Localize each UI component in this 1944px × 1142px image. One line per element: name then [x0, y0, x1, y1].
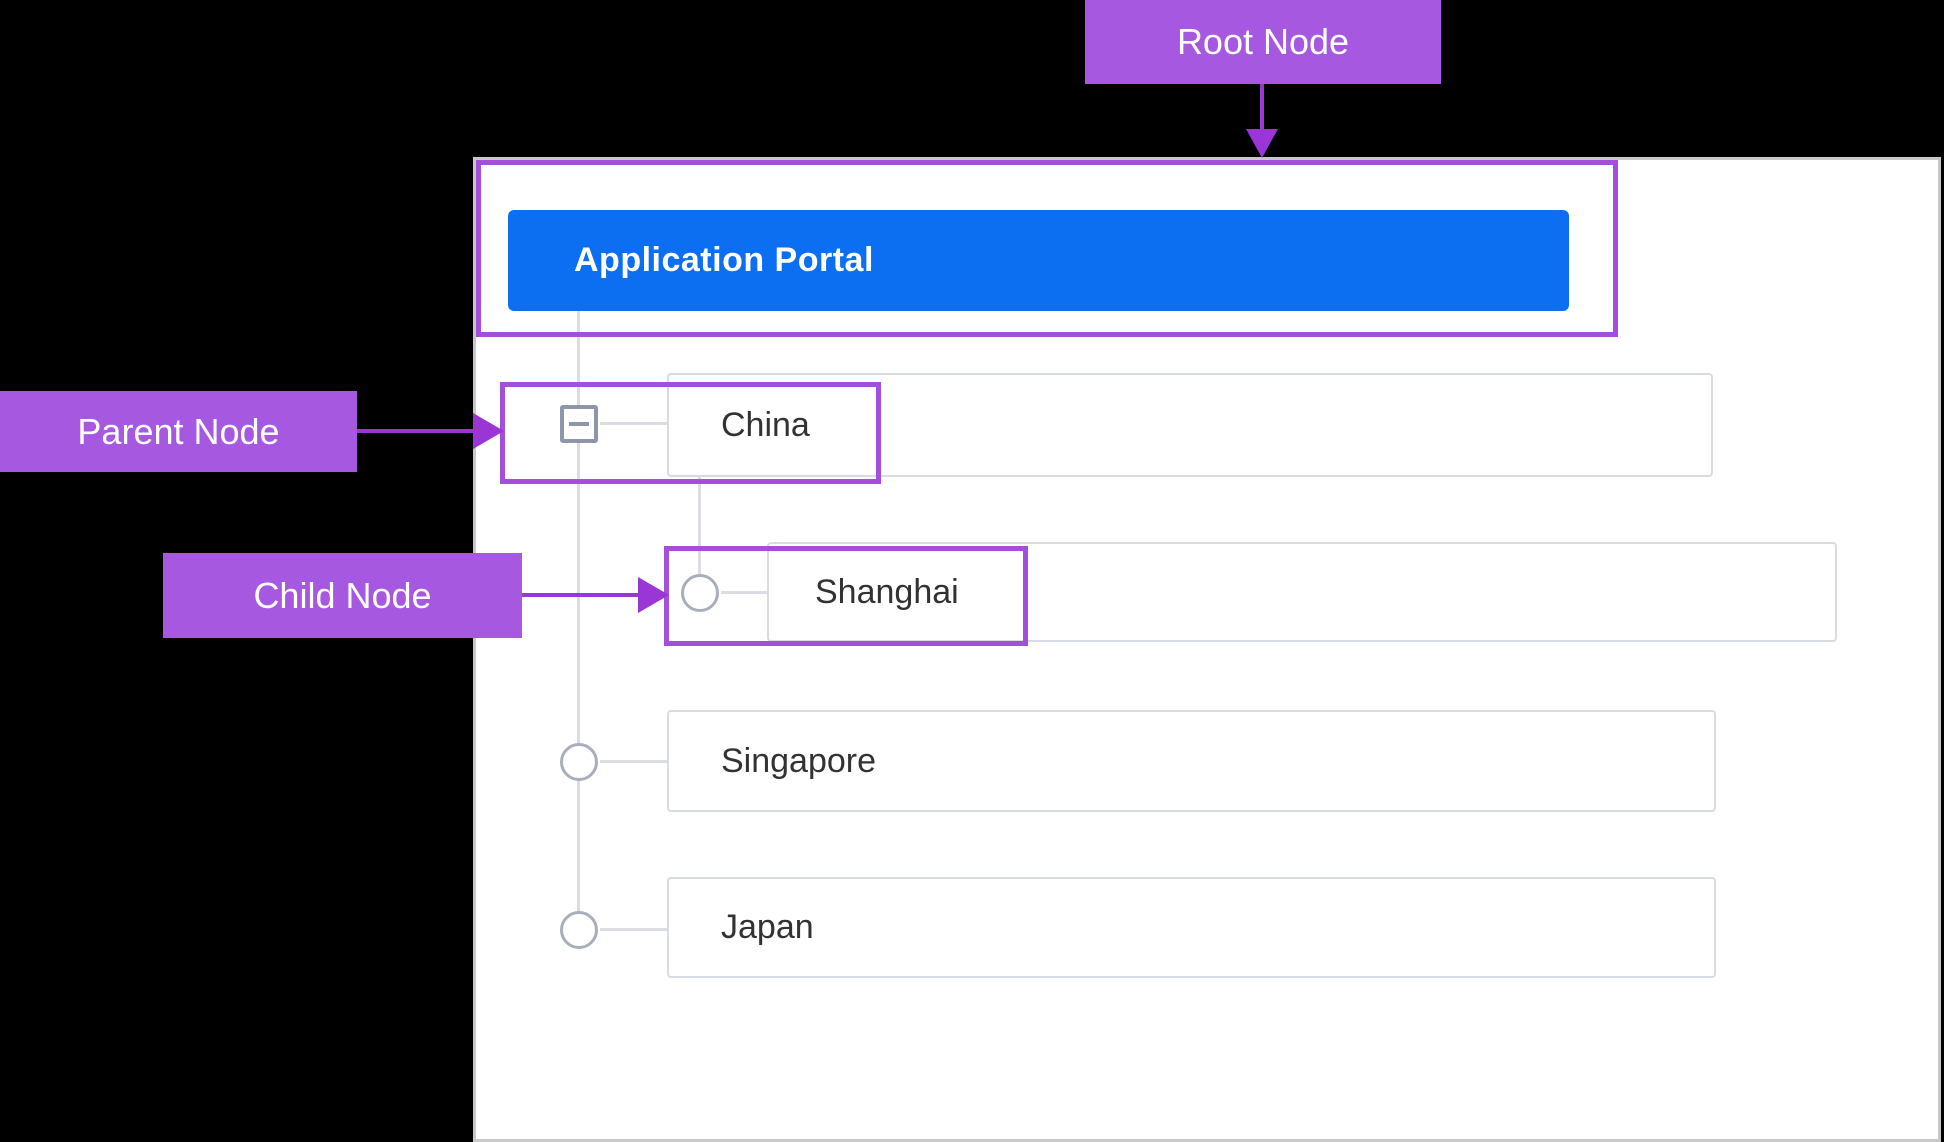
root-node-label-text: Application Portal	[574, 241, 874, 279]
right-arrow-icon	[473, 413, 504, 449]
root-node-badge-text: Root Node	[1176, 21, 1350, 62]
china-connector-line	[600, 422, 667, 425]
minus-glyph	[569, 422, 589, 426]
parent-annotation-arrow-line	[357, 429, 475, 433]
tree-node-shanghai[interactable]: Shanghai	[767, 542, 1837, 642]
tree-node-singapore[interactable]: Singapore	[667, 710, 1716, 812]
down-arrow-icon	[1246, 129, 1278, 158]
singapore-connector-line	[600, 760, 667, 763]
child-annotation-arrow-line	[522, 593, 640, 597]
child-node-badge-text: Child Node	[253, 574, 432, 616]
node-label: China	[721, 405, 810, 444]
node-label: Shanghai	[815, 572, 959, 611]
minus-square-icon[interactable]	[560, 405, 598, 443]
tree-node-japan[interactable]: Japan	[667, 877, 1716, 978]
japan-connector-line	[600, 928, 667, 931]
circle-icon-shanghai[interactable]	[681, 574, 719, 612]
tree-root-node[interactable]: Application Portal	[508, 210, 1569, 311]
node-label: Singapore	[721, 741, 877, 780]
node-label: Japan	[721, 908, 814, 946]
parent-node-badge-text: Parent Node	[77, 410, 280, 452]
parent-node-badge: Parent Node	[0, 391, 357, 472]
shanghai-connector-line	[721, 591, 767, 594]
circle-icon-japan[interactable]	[560, 911, 598, 949]
china-to-shanghai-connector-line	[698, 477, 701, 575]
tree-trunk-connector-line	[577, 311, 580, 912]
right-arrow-icon	[638, 577, 669, 613]
root-annotation-arrow-line	[1260, 84, 1264, 131]
tree-node-china[interactable]: China	[667, 373, 1713, 477]
circle-icon-singapore[interactable]	[560, 743, 598, 781]
child-node-badge: Child Node	[163, 553, 522, 638]
root-node-badge: Root Node	[1085, 0, 1441, 84]
